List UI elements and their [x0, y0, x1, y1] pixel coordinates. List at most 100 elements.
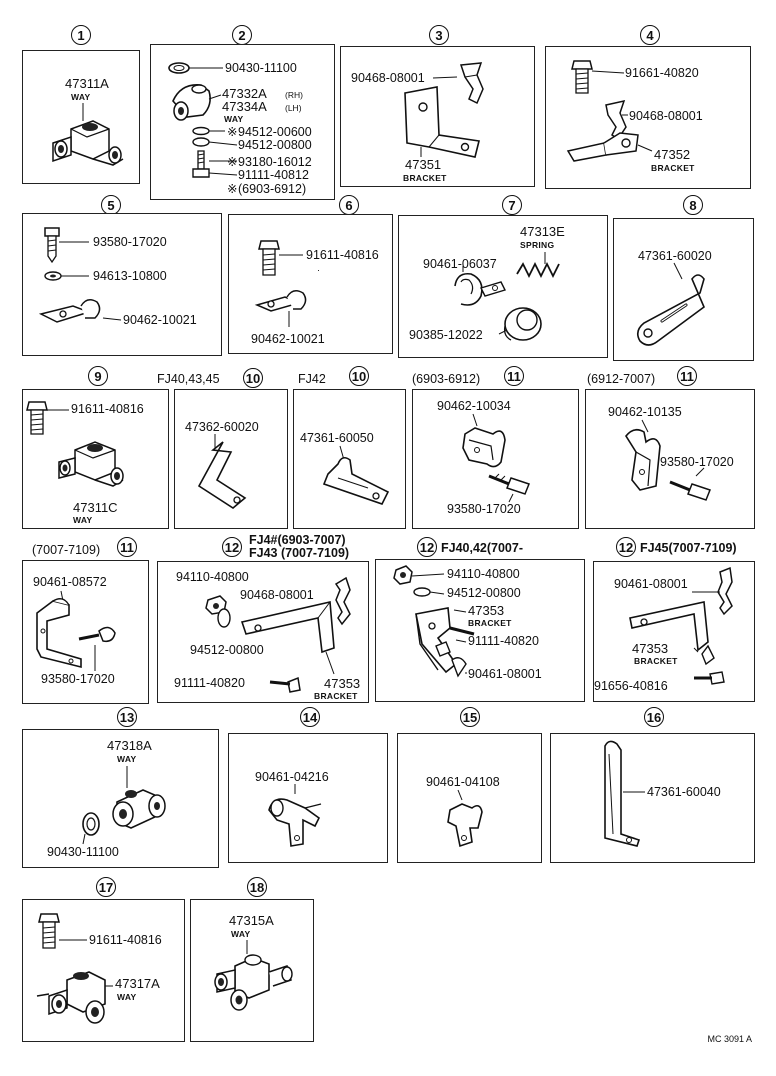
part-number: 90461-08001 [614, 577, 688, 591]
clamp-spring-grommet-drawing [399, 216, 609, 359]
part-number: 93580-17020 [41, 672, 115, 686]
callout-15: 15 [460, 707, 480, 727]
part-note: (RH) [285, 90, 303, 100]
part-number: 94110-40800 [447, 567, 520, 581]
drawing-code: MC 3091 A [707, 1034, 752, 1044]
part-number: 91111-40820 [174, 676, 245, 690]
panel-16: 47361-60040 [550, 733, 755, 863]
part-number: 90461-06037 [423, 257, 497, 271]
part-number: 90462-10135 [608, 405, 682, 419]
part-number: 47332A [222, 86, 267, 101]
panel-6: 91611-40816 90462-10021 · [228, 214, 393, 354]
part-number: 47334A [222, 99, 267, 114]
clamp-drawing [229, 734, 389, 864]
model-header: (6912-7007) [587, 372, 656, 386]
bracket-drawing [614, 219, 755, 362]
part-number: 90462-10034 [437, 399, 511, 413]
bracket-assembly-drawing [376, 560, 586, 703]
part-number: 94512-00600 [238, 125, 312, 139]
bolt-clamp-drawing: · [229, 215, 320, 355]
part-subtitle: WAY [117, 754, 137, 764]
panel-10-fj42: 47361-60050 [293, 389, 406, 529]
clamp-and-bracket-drawing [341, 47, 536, 188]
part-number: 47361-60040 [647, 785, 721, 799]
bracket-drawing [294, 390, 407, 530]
part-number: 93180-16012 [238, 155, 312, 169]
part-number: 93580-17020 [660, 455, 734, 469]
asterisk-mark: ※ [227, 125, 238, 139]
part-number: 47361-60050 [300, 431, 374, 445]
panel-5: 93580-17020 94613-10800 90462-10021 [22, 213, 222, 356]
model-header: (6903-6912) [412, 372, 481, 386]
part-number: 47361-60020 [638, 249, 712, 263]
part-number: 90461-04216 [255, 770, 329, 784]
bracket-assembly-drawing [594, 562, 756, 703]
panel-8: 47361-60020 [613, 218, 754, 361]
callout-8: 8 [683, 195, 703, 215]
part-number: 47353 [468, 603, 505, 618]
screw-washer-clamp-drawing [23, 214, 223, 357]
callout-11: 11 [677, 366, 697, 386]
part-number: 47353 [324, 676, 361, 691]
part-number: 91611-40816 [89, 933, 162, 947]
panel-1: 47311A WAY [22, 50, 140, 184]
part-number: 47353 [632, 641, 669, 656]
panel-11-7007-7109: 90461-08572 93580-17020 [22, 560, 149, 704]
part-note: (LH) [285, 103, 302, 113]
panel-12-fj40-42: 94110-40800 94512-00800 47353 BRACKET 91… [375, 559, 585, 702]
part-subtitle: BRACKET [403, 173, 447, 183]
panel-13: 47318A WAY 90430-11100 [22, 729, 219, 868]
model-header: FJ40,42(7007- [441, 541, 524, 555]
callout-3: 3 [429, 25, 449, 45]
part-subtitle: BRACKET [468, 618, 512, 628]
part-subtitle: BRACKET [651, 163, 695, 173]
part-number: 91111-40812 [238, 168, 309, 182]
callout-12: 12 [222, 537, 242, 557]
callout-6: 6 [339, 195, 359, 215]
model-header: FJ43 (7007-7109) [249, 546, 350, 560]
way-fitting-drawing [23, 51, 141, 185]
panel-11-6903-6912: 90462-10034 93580-17020 [412, 389, 579, 529]
bolt-way-fitting-drawing [23, 390, 170, 530]
callout-11: 11 [117, 537, 137, 557]
bolt-clamp-bracket-drawing [546, 47, 752, 190]
part-number: 90468-08001 [351, 71, 425, 85]
part-subtitle: BRACKET [314, 691, 358, 701]
part-number: 90461-08572 [33, 575, 107, 589]
part-number: 90462-10021 [123, 313, 197, 327]
callout-11: 11 [504, 366, 524, 386]
panel-12-fj45: 90461-08001 47353 BRACKET 91656-40816 [593, 561, 755, 702]
callout-1: 1 [71, 25, 91, 45]
panel-7: 47313E SPRING 90461-06037 90385-12022 [398, 215, 608, 358]
clamp-screw-drawing [413, 390, 580, 530]
part-number: 91111-40820 [468, 634, 539, 648]
way-fitting-washer-drawing [23, 730, 220, 869]
panel-2: 90430-11100 47332A (RH) 47334A (LH) WAY … [150, 44, 335, 200]
bolt-way-fitting-drawing [23, 900, 186, 1043]
panel-15: 90461-04108 [397, 733, 542, 863]
model-header: FJ45(7007-7109) [640, 541, 737, 555]
part-subtitle: WAY [224, 114, 244, 124]
part-number: (6903-6912) [238, 182, 307, 196]
long-bracket-drawing [551, 734, 756, 864]
part-number: 47317A [115, 976, 160, 991]
part-number: 90461-08001 [468, 667, 542, 681]
part-number: 90468-08001 [629, 109, 703, 123]
clamp-screw-drawing [586, 390, 756, 530]
panel-14: 90461-04216 [228, 733, 388, 863]
part-number: 93580-17020 [93, 235, 167, 249]
callout-9: 9 [88, 366, 108, 386]
callout-12: 12 [417, 537, 437, 557]
callout-12: 12 [616, 537, 636, 557]
way-fitting-drawing [191, 900, 315, 1043]
part-number: 90430-11100 [47, 845, 119, 859]
panel-11-6912-7007: 90462-10135 93580-17020 [585, 389, 755, 529]
asterisk-mark: ※ [227, 155, 238, 169]
part-subtitle: SPRING [520, 240, 555, 250]
part-subtitle: BRACKET [634, 656, 678, 666]
panel-12-fj4x: 94110-40800 90468-08001 94512-00800 9111… [157, 561, 369, 703]
part-number: 47351 [405, 157, 442, 172]
callout-18: 18 [247, 877, 267, 897]
part-number: 94110-40800 [176, 570, 249, 584]
part-number: 47362-60020 [185, 420, 259, 434]
